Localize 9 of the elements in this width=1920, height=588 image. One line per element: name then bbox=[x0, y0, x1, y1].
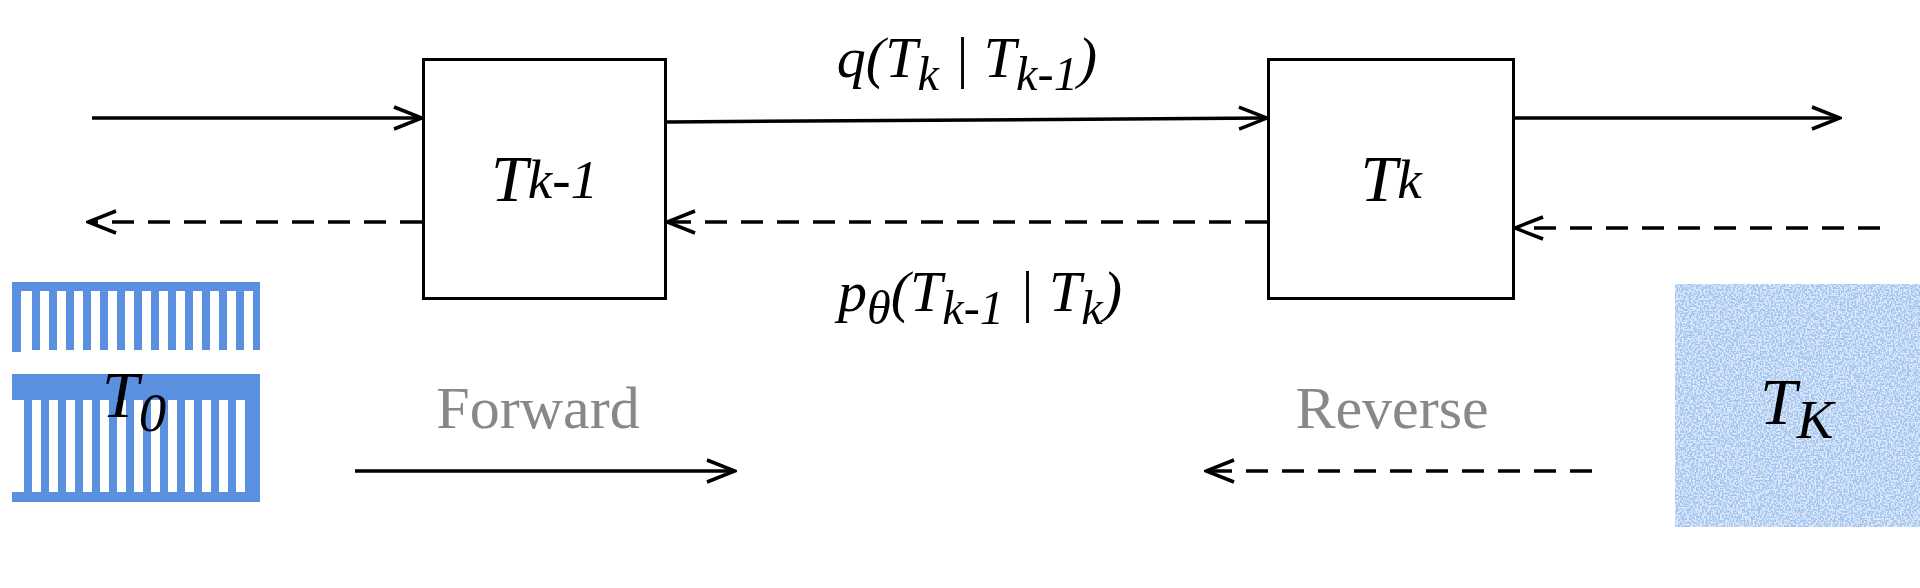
arrow bbox=[92, 105, 424, 131]
legend-text: Reverse bbox=[1295, 378, 1489, 438]
arrow bbox=[1513, 215, 1880, 241]
arrow bbox=[1515, 105, 1842, 131]
state-label: T$_{K}$ bbox=[1760, 369, 1834, 448]
arrow bbox=[667, 105, 1269, 131]
arrow bbox=[665, 209, 1267, 235]
arrow bbox=[86, 209, 422, 235]
legend-text: Forward bbox=[436, 378, 640, 438]
